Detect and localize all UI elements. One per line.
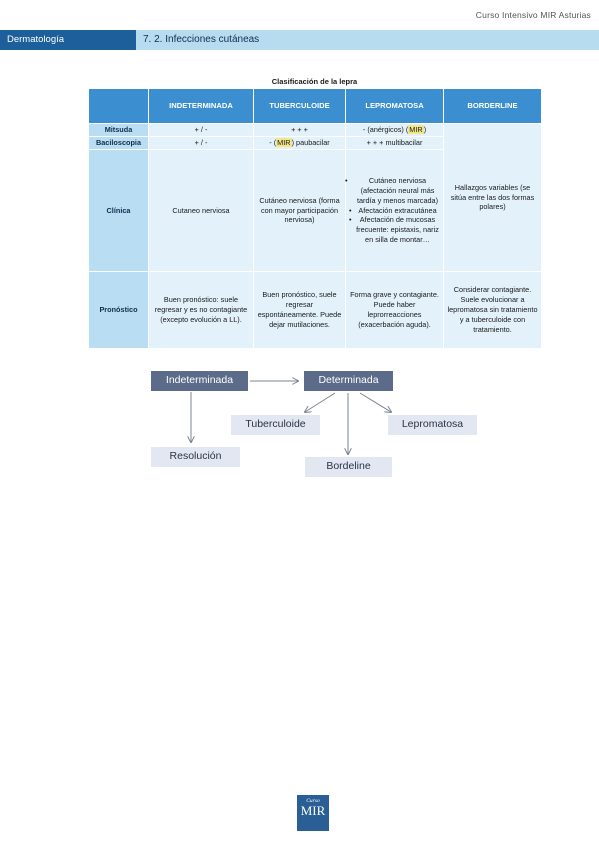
baciloscopia-tuberculoide-text: - (	[269, 138, 277, 148]
baciloscopia-indeterminada: + / -	[148, 136, 254, 150]
diagram-arrows	[140, 362, 500, 487]
list-item: Afectación de mucosas frecuente: epistax…	[349, 215, 440, 245]
chapter-title: 7. 2. Infecciones cutáneas	[136, 30, 599, 50]
node-lepromatosa: Lepromatosa	[388, 415, 477, 435]
list-item: Afectación extracutánea	[349, 206, 440, 216]
mir-highlight: MIR	[408, 125, 424, 135]
clinica-lepromatosa: Cutáneo nerviosa (afectación neural más …	[345, 149, 444, 272]
row-label-clinica: Clínica	[88, 149, 149, 272]
table-row-clinica: Clínica Cutaneo nerviosa Cutáneo nervios…	[88, 149, 542, 272]
logo-small-text: Curso	[306, 798, 320, 804]
node-bordeline: Bordeline	[305, 457, 392, 477]
node-resolucion: Resolución	[151, 447, 240, 467]
pronostico-lepromatosa: Forma grave y contagiante. Puede haber l…	[345, 271, 444, 349]
clinica-indeterminada: Cutaneo nerviosa	[148, 149, 254, 272]
clinica-borderline: Hallazgos variables (se sitúa entre las …	[443, 123, 542, 272]
node-determinada: Determinada	[304, 371, 393, 391]
mitsuda-lepromatosa: - (anérgicos) (MIR)	[345, 123, 444, 137]
arrow-determinada-tuberculoide	[305, 392, 336, 412]
node-tuberculoide: Tuberculoide	[231, 415, 320, 435]
baciloscopia-lepromatosa: + + + multibacilar	[345, 136, 444, 150]
header-lepromatosa: LEPROMATOSA	[345, 88, 444, 124]
course-name: Curso Intensivo MIR Asturias	[475, 10, 591, 20]
table-title: Clasificación de la lepra	[271, 77, 358, 86]
header-tuberculoide: TUBERCULOIDE	[253, 88, 346, 124]
row-label-baciloscopia: Baciloscopia	[88, 136, 149, 150]
mir-highlight: MIR	[276, 138, 292, 148]
pronostico-indeterminada: Buen pronóstico: suele regresar y es no …	[148, 271, 254, 349]
lepra-evolution-diagram: Indeterminada Determinada Tuberculoide L…	[140, 362, 500, 487]
header-borderline: BORDERLINE	[443, 88, 542, 124]
pronostico-tuberculoide: Buen pronóstico, suele regresar espontán…	[253, 271, 346, 349]
mitsuda-lepromatosa-text: - (anérgicos) (	[362, 125, 409, 135]
mitsuda-tuberculoide: + + +	[253, 123, 346, 137]
mitsuda-lepromatosa-close: )	[423, 125, 427, 135]
table-row-pronostico: Pronóstico Buen pronóstico: suele regres…	[88, 271, 542, 349]
node-indeterminada: Indeterminada	[151, 371, 248, 391]
baciloscopia-tuberculoide: - (MIR) paubacilar	[253, 136, 346, 150]
lepra-classification-table: INDETERMINADA TUBERCULOIDE LEPROMATOSA B…	[88, 88, 542, 349]
section-title: Dermatología	[0, 30, 136, 50]
pronostico-borderline: Considerar contagiante. Suele evoluciona…	[443, 271, 542, 349]
header-indeterminada: INDETERMINADA	[148, 88, 254, 124]
curso-mir-logo: Curso MIR	[297, 795, 329, 831]
clinica-lepromatosa-list: Cutáneo nerviosa (afectación neural más …	[345, 176, 440, 245]
logo-big-text: MIR	[300, 803, 326, 818]
table-row-mitsuda: Mitsuda + / - + + + - (anérgicos) (MIR) …	[88, 123, 542, 272]
header-bar: Dermatología 7. 2. Infecciones cutáneas	[0, 30, 599, 50]
row-label-pronostico: Pronóstico	[88, 271, 149, 349]
mitsuda-indeterminada: + / -	[148, 123, 254, 137]
baciloscopia-tuberculoide-rest: ) paubacilar	[291, 138, 330, 148]
table-corner	[88, 88, 149, 124]
arrow-determinada-lepromatosa	[359, 392, 391, 412]
row-label-mitsuda: Mitsuda	[88, 123, 149, 137]
clinica-tuberculoide: Cutáneo nerviosa (forma con mayor partic…	[253, 149, 346, 272]
table-header-row: INDETERMINADA TUBERCULOIDE LEPROMATOSA B…	[88, 88, 542, 124]
list-item: Cutáneo nerviosa (afectación neural más …	[345, 176, 440, 206]
